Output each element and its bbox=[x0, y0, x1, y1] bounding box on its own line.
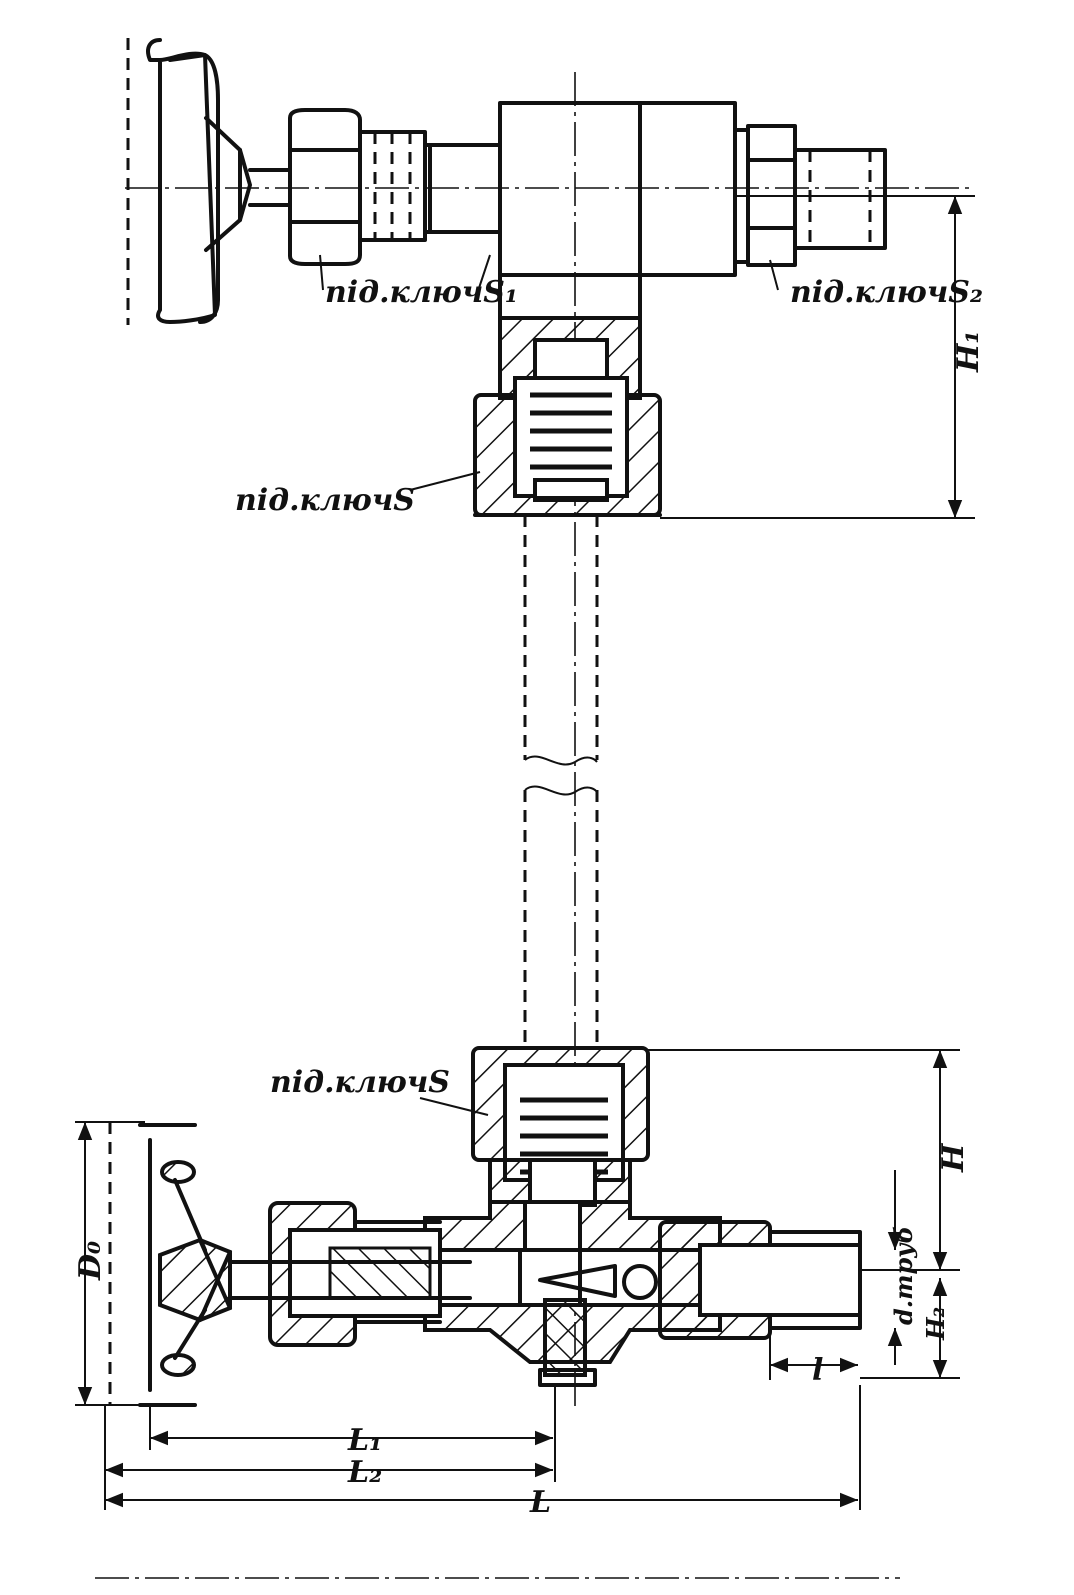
bottom-handwheel bbox=[108, 1122, 232, 1407]
l-total-label: L bbox=[529, 1485, 551, 1520]
l-small-label: l bbox=[812, 1353, 823, 1388]
connecting-pipe bbox=[523, 515, 599, 1050]
l2-label: L₂ bbox=[347, 1455, 382, 1490]
top-handwheel bbox=[126, 38, 252, 325]
h1-label: H₁ bbox=[951, 331, 986, 373]
dimension-lines bbox=[75, 195, 975, 1510]
wrench-s2-label: під.ключS₂ bbox=[790, 275, 983, 310]
h-label: H bbox=[936, 1142, 971, 1173]
d0-label: D₀ bbox=[73, 1241, 108, 1281]
bottom-valve-body bbox=[423, 1200, 722, 1387]
pipe-diameter-label: d.труб bbox=[889, 1226, 918, 1325]
h2-label: H₂ bbox=[921, 1307, 950, 1341]
top-union-section bbox=[473, 316, 662, 517]
top-valve-body bbox=[498, 101, 737, 332]
bottom-outlet-union bbox=[658, 1220, 862, 1340]
bottom-union-section bbox=[471, 1046, 650, 1207]
wrench-s-bottom-label: під.ключS bbox=[270, 1065, 450, 1100]
top-valve bbox=[125, 38, 975, 1410]
bottom-gland-nut bbox=[268, 1201, 442, 1347]
l1-label: L₁ bbox=[347, 1423, 382, 1458]
wrench-s-top-label: під.ключS bbox=[235, 483, 415, 518]
top-hex-nut-s1 bbox=[288, 108, 502, 266]
wrench-s1-label: під.ключS₁ bbox=[325, 275, 518, 310]
bottom-valve bbox=[95, 1046, 900, 1579]
